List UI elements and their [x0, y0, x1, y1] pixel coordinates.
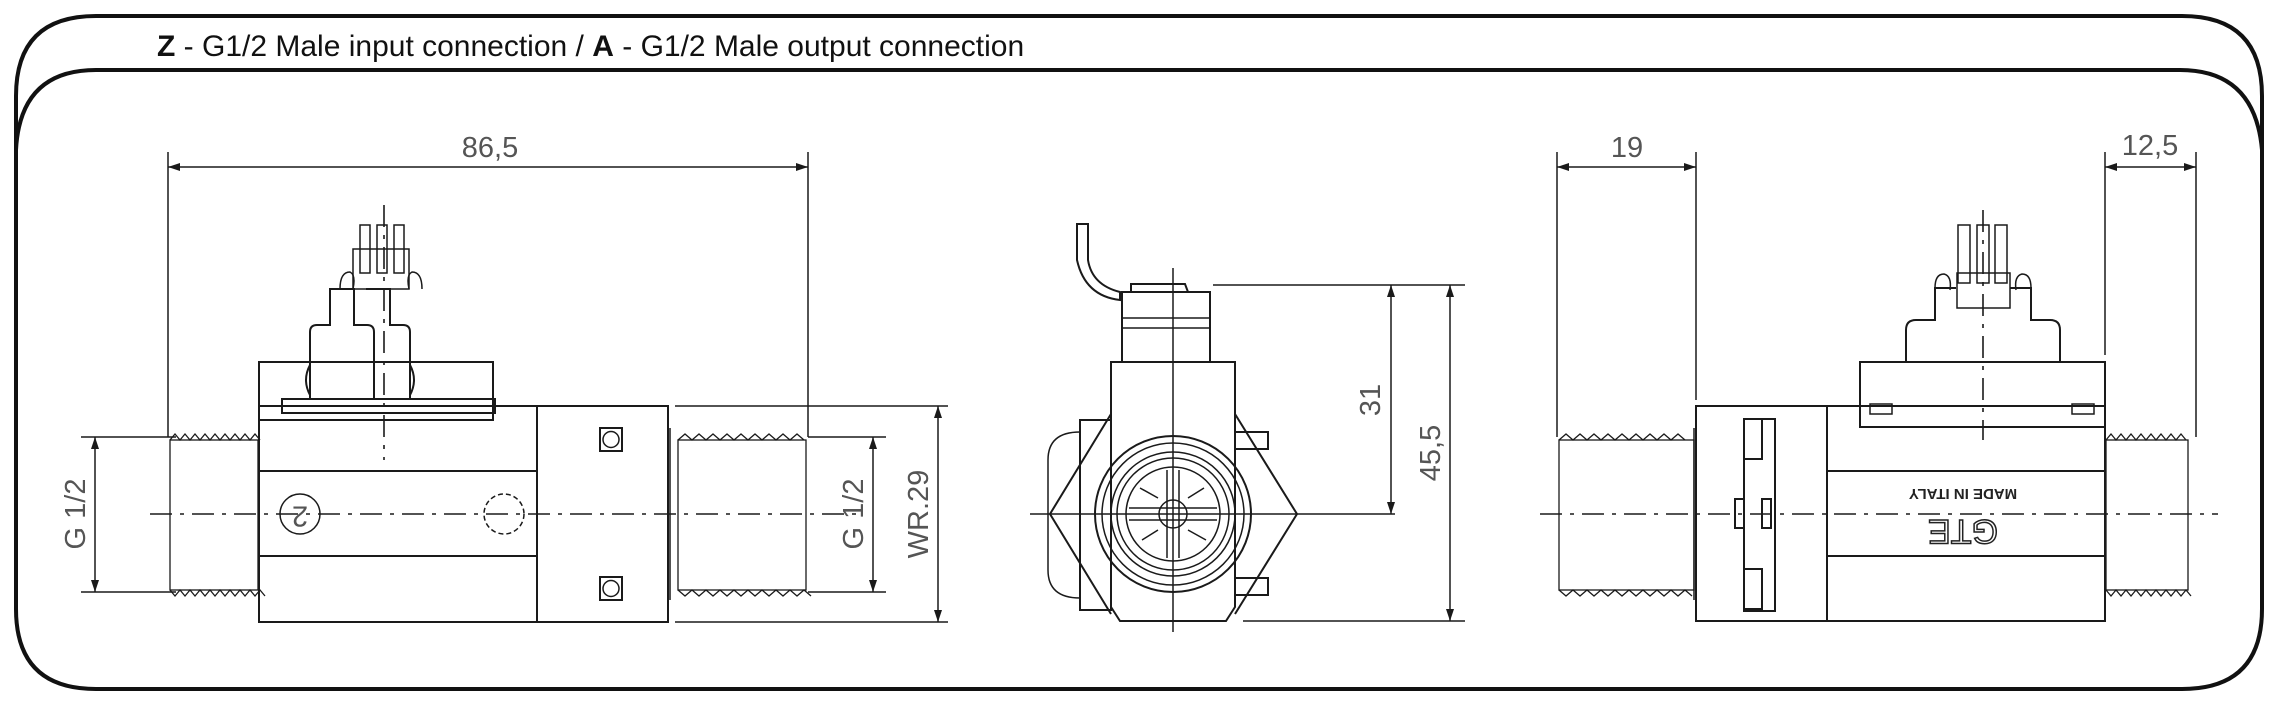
gte-logo-stamp: GTE	[1928, 512, 1998, 550]
outlet-thread-value: G 1/2	[838, 479, 870, 550]
side-view-right: MADE IN ITALY GTE 19 12,5	[1540, 130, 2218, 622]
side-view-left: 2 86,5 G 1/2 G 1/2	[60, 132, 948, 623]
cable	[1076, 223, 1121, 302]
dimension-overall-height: 45,5	[1243, 285, 1465, 622]
wrench-size-value: WR.29	[903, 470, 935, 559]
dimension-center-height: 31	[1213, 284, 1465, 514]
dimension-outlet-thread-length: 12,5	[2104, 130, 2197, 437]
overall-height-value: 45,5	[1415, 425, 1447, 481]
outlet-thread-length-value: 12,5	[2122, 130, 2178, 162]
inlet-thread-length-value: 19	[1611, 132, 1643, 164]
connector-front	[1121, 291, 1211, 363]
header-divider	[14, 68, 2264, 151]
electrical-connector	[258, 224, 496, 421]
side-clip-left	[1079, 419, 1112, 611]
dimension-overall-length: 86,5	[167, 132, 809, 437]
drawing-frame	[14, 14, 2264, 691]
dimension-inlet-thread-length: 19	[1556, 132, 1697, 437]
dimension-outlet-thread: G 1/2	[808, 436, 886, 593]
overall-length-value: 86,5	[462, 132, 518, 164]
sight-window	[483, 493, 525, 535]
retaining-clip	[1734, 418, 1776, 612]
dimension-inlet-thread: G 1/2	[60, 436, 176, 593]
output-code: A	[592, 30, 614, 63]
outlet-thread-rear	[2105, 439, 2189, 591]
input-code: Z	[157, 30, 175, 63]
port-marker-label: 2	[292, 499, 308, 531]
inlet-thread	[169, 439, 259, 591]
outlet-thread	[677, 439, 807, 591]
front-view: 31 45,5	[1030, 223, 1465, 632]
input-description: - G1/2 Male input connection /	[175, 30, 592, 63]
connection-caption: Z - G1/2 Male input connection / A - G1/…	[157, 30, 1024, 63]
made-in-italy-stamp: MADE IN ITALY	[1909, 485, 2017, 502]
output-description: - G1/2 Male output connection	[614, 30, 1024, 63]
dimension-wrench-size: WR.29	[675, 405, 948, 623]
fixing-holes	[599, 427, 623, 601]
inlet-thread-value: G 1/2	[60, 479, 92, 550]
outer-border	[14, 14, 2264, 691]
inlet-thread-rear	[1558, 439, 1695, 591]
center-height-value: 31	[1355, 384, 1387, 416]
